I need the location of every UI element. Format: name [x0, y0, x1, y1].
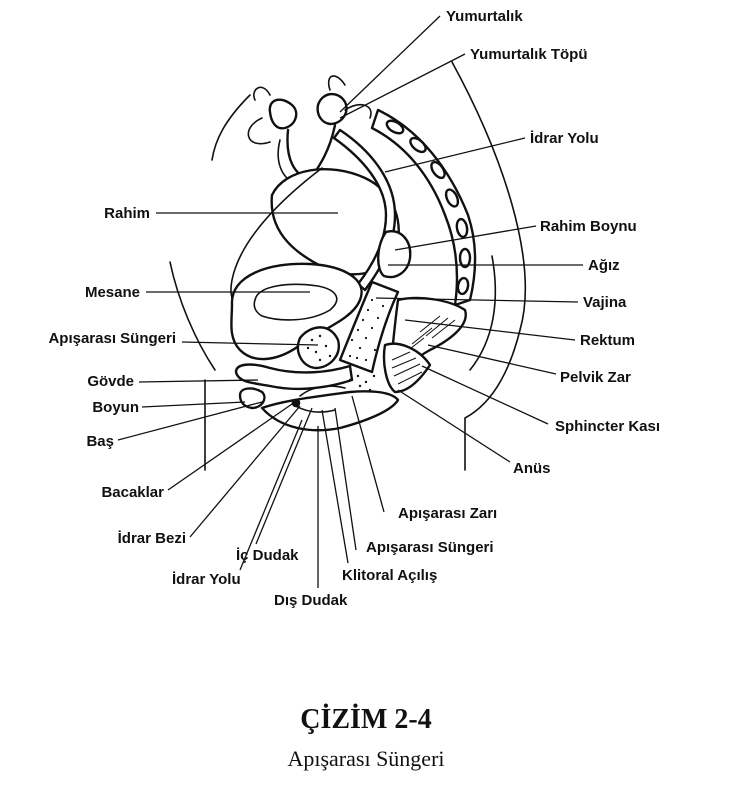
body-outline-inner-back: [469, 255, 497, 371]
label-sphincter-kasi: Sphincter Kası: [555, 418, 660, 435]
bladder-inner: [253, 283, 338, 321]
label-dis-dudak: Dış Dudak: [274, 592, 348, 609]
label-govde: Gövde: [87, 373, 134, 390]
label-bacaklar: Bacaklar: [101, 484, 164, 501]
abdominal-wall: [211, 94, 251, 161]
label-yumurtalik: Yumurtalık: [446, 8, 523, 25]
vaginal-canal: [338, 280, 400, 374]
figure-subtitle: Apışarası Süngeri: [287, 746, 445, 771]
anatomy-illustration: [169, 61, 527, 471]
label-mesane: Mesane: [85, 284, 140, 301]
label-vajina: Vajina: [583, 294, 627, 311]
front-thigh-line: [169, 261, 216, 371]
label-bas: Baş: [86, 433, 114, 450]
label-apisarasi-sungeri-left: Apışarası Süngeri: [48, 330, 176, 347]
body-outline-back: [451, 61, 527, 471]
label-klitoral-acilis: Klitoral Açılış: [342, 567, 437, 584]
label-boyun: Boyun: [92, 399, 139, 416]
labia-fold: [299, 385, 346, 397]
vaginal-texture: [348, 298, 385, 362]
cervix: [377, 230, 412, 279]
label-rektum: Rektum: [580, 332, 635, 349]
ovaries-and-tubes: [247, 75, 372, 186]
clitoris-body: [234, 363, 354, 391]
pelvic-floor: [382, 342, 432, 394]
perineal-sponge: [296, 326, 340, 370]
label-ic-dudak: İç Dudak: [236, 547, 299, 564]
label-idrar-bezi: İdrar Bezi: [118, 530, 186, 547]
perineum-texture: [348, 374, 376, 392]
urethral-opening: [291, 398, 301, 408]
bladder: [230, 262, 363, 361]
label-pelvik-zar: Pelvik Zar: [560, 369, 631, 386]
spine-segments: [370, 108, 477, 307]
figure-title: ÇİZİM 2-4: [300, 704, 432, 735]
leader-lines: [117, 15, 583, 588]
label-yumurtalik-topu: Yumurtalık Töpü: [470, 46, 588, 63]
perineal-sponge-texture: [306, 334, 332, 362]
label-idrar-yolu-upper: İdrar Yolu: [530, 130, 599, 147]
label-idrar-yolu-lower: İdrar Yolu: [172, 571, 241, 588]
label-rahim-boynu: Rahim Boynu: [540, 218, 637, 235]
label-apisarasi-zari: Apışarası Zarı: [398, 505, 497, 522]
pelvic-floor-hatching: [391, 351, 423, 385]
label-anus: Anüs: [513, 460, 551, 477]
label-rahim: Rahim: [104, 205, 150, 222]
label-apisarasi-sungeri-bottom: Apışarası Süngeri: [366, 539, 494, 556]
label-agiz: Ağız: [588, 257, 620, 274]
labels: Yumurtalık Yumurtalık Töpü İdrar Yolu Ra…: [48, 8, 660, 609]
